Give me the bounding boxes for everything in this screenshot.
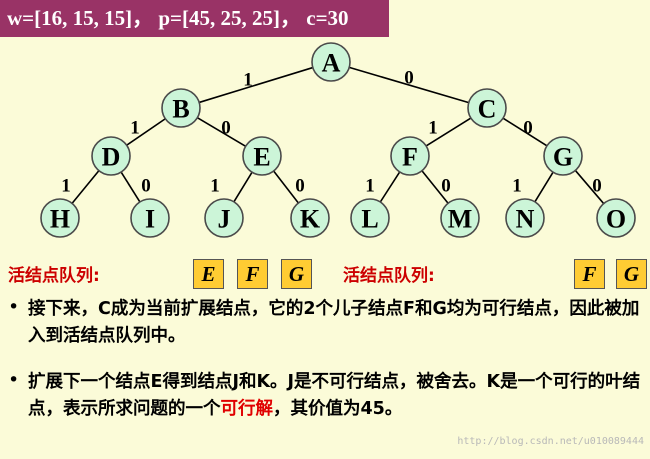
bullet-text-1: 接下来，C成为当前扩展结点，它的2个儿子结点F和G均为可行结点，因此被加入到活结… — [28, 299, 640, 346]
tree-edge-D-I — [120, 171, 141, 203]
tree-node-C: C — [467, 88, 507, 128]
tree-node-circle-A — [311, 42, 351, 82]
tree-edge-G-O — [574, 169, 605, 205]
tree-node-B: B — [161, 88, 201, 128]
tree-node-circle-F — [390, 136, 430, 176]
edge-label-B-D: 1 — [130, 118, 140, 139]
tree-node-label-B: B — [172, 95, 189, 124]
tree-node-circle-D — [91, 136, 131, 176]
edge-label-F-M: 0 — [441, 176, 451, 197]
tree-node-label-I: I — [145, 205, 155, 234]
edge-label-E-K: 0 — [295, 176, 305, 197]
tree-edge-E-K — [272, 170, 300, 204]
tree-node-label-F: F — [402, 143, 418, 172]
edge-label-D-I: 0 — [141, 176, 151, 197]
bullet-2-text-after: ，其价值为45。 — [273, 399, 403, 419]
tree-node-J: J — [204, 198, 244, 238]
edge-label-E-J: 1 — [210, 176, 220, 197]
edge-label-D-H: 1 — [61, 176, 71, 197]
tree-edge-B-E — [196, 116, 247, 148]
bullet-dot-icon: • — [8, 296, 20, 318]
edge-label-C-F: 1 — [428, 118, 438, 139]
tree-node-circle-J — [204, 198, 244, 238]
tree-edge-C-F — [425, 117, 472, 147]
queue-left-item-2: F — [237, 259, 268, 289]
tree-node-G: G — [543, 136, 583, 176]
tree-edge-A-B — [198, 66, 314, 104]
tree-node-label-G: G — [553, 143, 573, 172]
edge-label-G-N: 1 — [512, 176, 522, 197]
live-node-queue-label-left: 活结点队列: — [8, 266, 100, 286]
edge-label-A-B: 1 — [243, 70, 253, 91]
tree-node-label-K: K — [300, 205, 321, 234]
tree-node-label-J: J — [218, 205, 231, 234]
tree-edge-G-N — [534, 171, 554, 203]
queue-right-item-1: F — [574, 259, 605, 289]
bullet-dot-icon: • — [8, 369, 20, 391]
tree-node-label-O: O — [606, 205, 626, 234]
tree-edge-A-C — [348, 66, 470, 104]
tree-node-D: D — [91, 136, 131, 176]
tree-edge-D-H — [71, 170, 100, 204]
tree-edge-C-G — [502, 117, 548, 147]
edge-label-G-O: 0 — [592, 176, 602, 197]
edge-label-F-L: 1 — [365, 176, 375, 197]
bullet-item-1: • 接下来，C成为当前扩展结点，它的2个儿子结点F和G均为可行结点，因此被加入到… — [8, 296, 643, 350]
tree-node-circle-E — [242, 136, 282, 176]
tree-node-circle-I — [130, 198, 170, 238]
tree-node-circle-L — [350, 198, 390, 238]
tree-node-circle-O — [596, 198, 636, 238]
feasible-solution-highlight: 可行解 — [220, 399, 274, 419]
tree-node-I: I — [130, 198, 170, 238]
tree-node-circle-C — [467, 88, 507, 128]
tree-node-A: A — [311, 42, 351, 82]
bullet-item-2: • 扩展下一个结点E得到结点J和K。J是不可行结点，被舍去。K是一个可行的叶结点… — [8, 369, 643, 423]
tree-node-N: N — [505, 198, 545, 238]
tree-node-F: F — [390, 136, 430, 176]
tree-node-K: K — [290, 198, 330, 238]
problem-parameters-banner: w=[16, 15, 15]， p=[45, 25, 25]， c=30 — [0, 0, 389, 37]
tree-node-label-L: L — [361, 205, 378, 234]
live-node-queue-label-right: 活结点队列: — [343, 266, 435, 286]
tree-edge-F-L — [379, 171, 401, 203]
tree-node-circle-G — [543, 136, 583, 176]
edge-label-A-C: 0 — [404, 68, 414, 89]
tree-edge-B-D — [126, 118, 166, 146]
tree-node-circle-N — [505, 198, 545, 238]
tree-node-label-M: M — [448, 205, 473, 234]
tree-node-circle-B — [161, 88, 201, 128]
tree-node-L: L — [350, 198, 390, 238]
tree-node-circle-H — [40, 198, 80, 238]
state-space-tree: 1 0 1 0 1 0 1 0 1 0 1 0 1 0 A B C D E F G H I J K L M N O — [40, 42, 636, 238]
tree-node-label-E: E — [253, 143, 270, 172]
tree-node-label-C: C — [478, 95, 497, 124]
tree-edge-E-J — [233, 171, 253, 203]
edge-label-C-G: 0 — [523, 118, 533, 139]
tree-node-label-A: A — [322, 49, 341, 78]
tree-node-E: E — [242, 136, 282, 176]
bullet-2-text-before: 扩展下一个结点E得到结点J和K。J是不可行结点，被舍去。K是一个可行的叶结点，表… — [28, 372, 641, 419]
edge-label-B-E: 0 — [221, 118, 231, 139]
tree-node-O: O — [596, 198, 636, 238]
tree-node-circle-M — [440, 198, 480, 238]
bullet-text-2: 扩展下一个结点E得到结点J和K。J是不可行结点，被舍去。K是一个可行的叶结点，表… — [28, 369, 643, 423]
tree-node-label-H: H — [50, 205, 70, 234]
tree-node-M: M — [440, 198, 480, 238]
queue-right-item-2: G — [616, 259, 647, 289]
queue-left-item-1: E — [193, 259, 224, 289]
tree-edge-F-M — [421, 170, 449, 204]
tree-node-label-D: D — [102, 143, 121, 172]
watermark-url: http://blog.csdn.net/u010089444 — [457, 436, 644, 447]
tree-node-H: H — [40, 198, 80, 238]
tree-node-label-N: N — [516, 205, 535, 234]
queue-left-item-3: G — [281, 259, 312, 289]
tree-node-circle-K — [290, 198, 330, 238]
